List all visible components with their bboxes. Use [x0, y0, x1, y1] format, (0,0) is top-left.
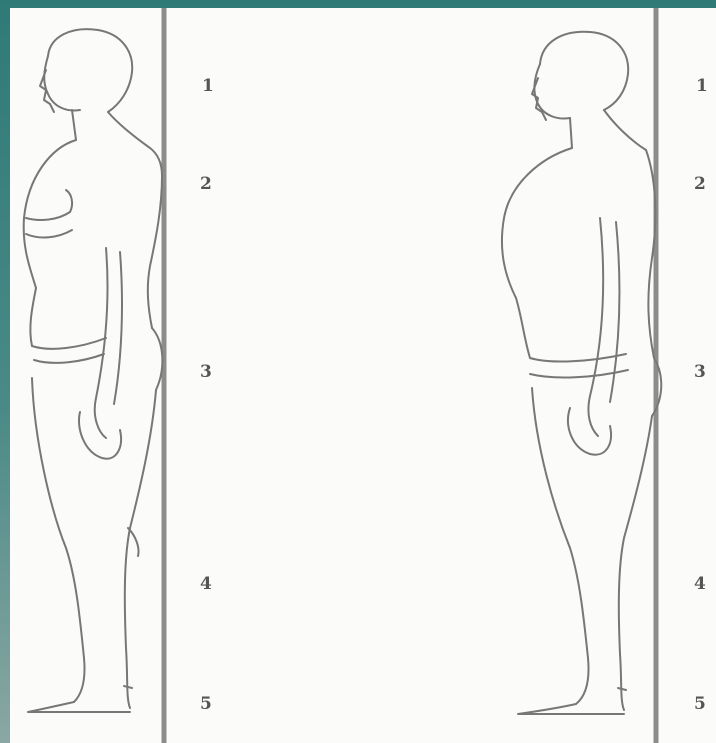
marker-left-2: 2: [200, 176, 212, 193]
illustration-panel: 1 2 3 4 5 1 2 3 4 5: [10, 8, 716, 743]
woman-figure: [24, 29, 163, 712]
marker-right-2: 2: [694, 176, 706, 193]
marker-right-5: 5: [694, 696, 706, 713]
marker-left-3: 3: [200, 364, 212, 381]
marker-left-5: 5: [200, 696, 212, 713]
man-figure: [502, 32, 661, 714]
marker-left-1: 1: [202, 78, 214, 95]
marker-right-3: 3: [694, 364, 706, 381]
marker-left-4: 4: [200, 576, 212, 593]
marker-right-4: 4: [694, 576, 706, 593]
posture-illustration: [10, 8, 716, 743]
marker-right-1: 1: [696, 78, 708, 95]
